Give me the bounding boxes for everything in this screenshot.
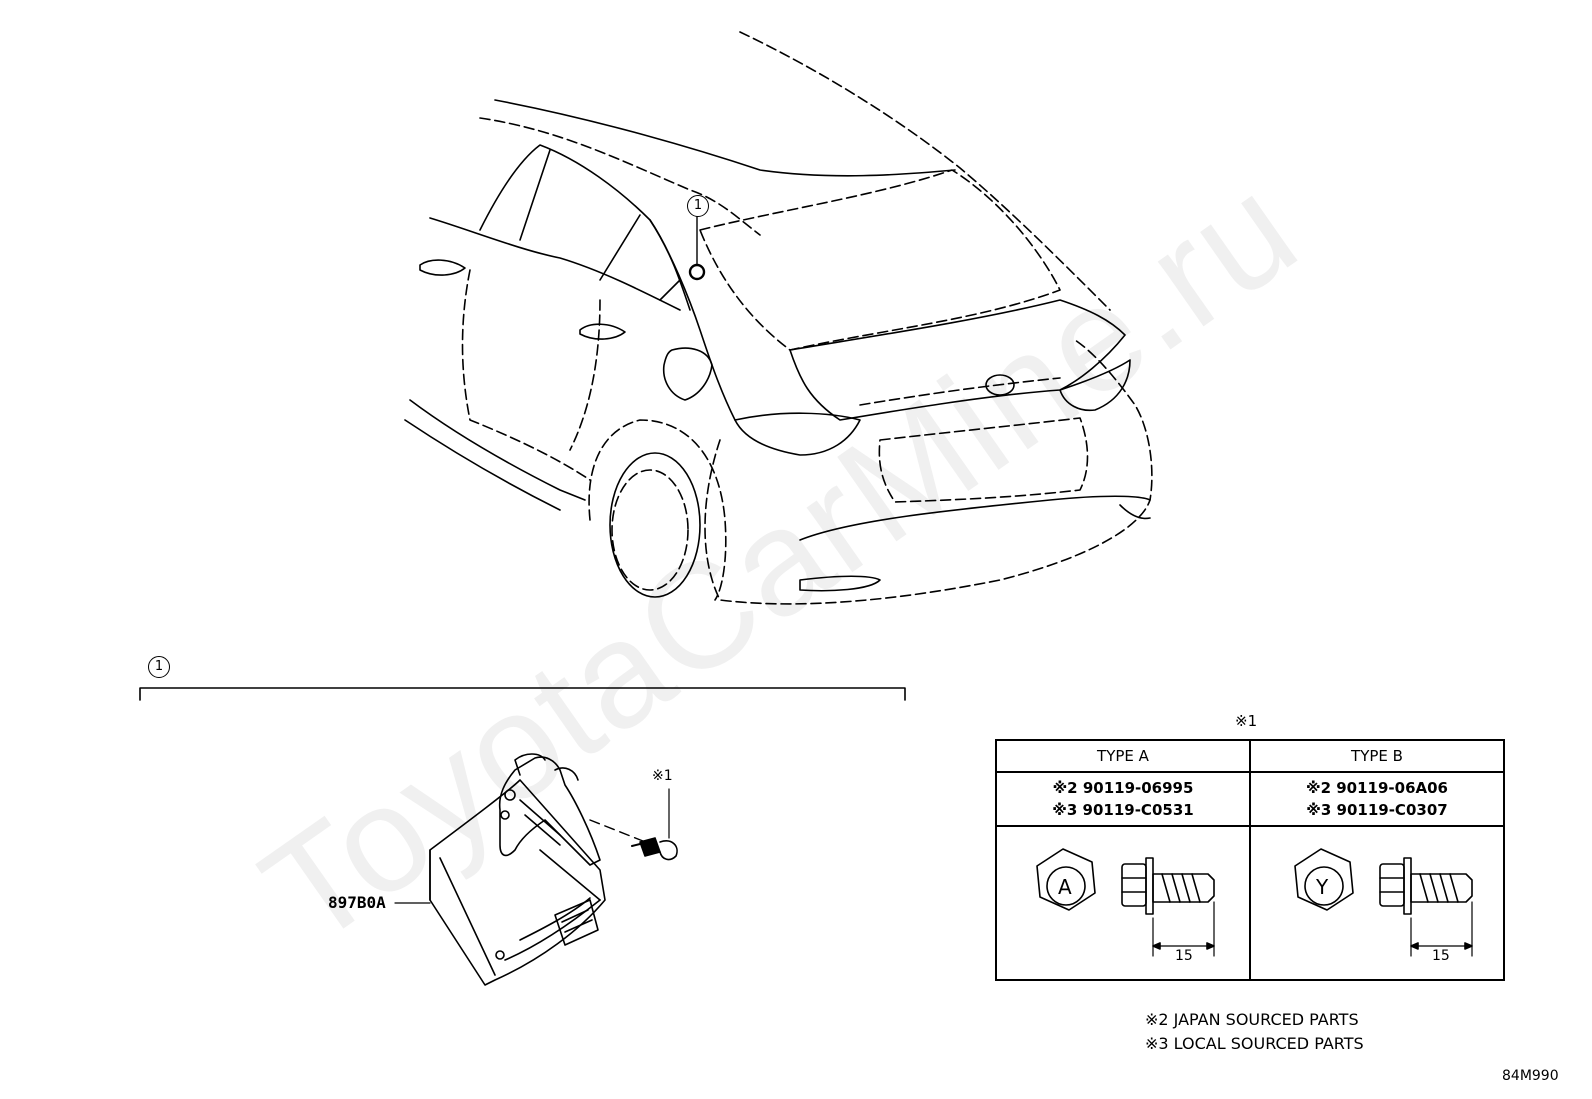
- type-a-part-line[interactable]: ※2 90119-06995: [1052, 779, 1194, 797]
- type-b-dimension: 15: [1432, 948, 1450, 964]
- type-a-illustration-cell: [995, 825, 1251, 981]
- callout-car-location[interactable]: 1: [687, 195, 709, 217]
- fastener-spec-table: TYPE A TYPE B ※2 90119-06995 ※3 90119-C0…: [995, 739, 1505, 981]
- note-japan-sourced: ※2 JAPAN SOURCED PARTS: [1145, 1010, 1359, 1029]
- type-b-part-line[interactable]: ※3 90119-C0307: [1306, 801, 1448, 819]
- type-a-part-numbers: ※2 90119-06995 ※3 90119-C0531: [995, 771, 1251, 827]
- type-b-part-line[interactable]: ※2 90119-06A06: [1305, 779, 1448, 797]
- bolt-reference-label[interactable]: ※1: [652, 768, 673, 784]
- type-b-header: TYPE B: [1249, 739, 1505, 773]
- part-number-label[interactable]: 897B0A: [328, 893, 386, 912]
- callout-assembly[interactable]: 1: [148, 656, 170, 678]
- type-b-illustration-cell: [1249, 825, 1505, 981]
- note-local-sourced: ※3 LOCAL SOURCED PARTS: [1145, 1034, 1364, 1053]
- fastener-table-reference: ※1: [1235, 712, 1258, 730]
- ecu-module: [429, 753, 606, 986]
- type-a-part-line[interactable]: ※3 90119-C0531: [1052, 801, 1194, 819]
- type-a-dimension: 15: [1175, 948, 1193, 964]
- type-a-head-mark: A: [1058, 875, 1072, 899]
- small-bolt: [631, 837, 678, 861]
- type-a-header: TYPE A: [995, 739, 1251, 773]
- diagram-code: 84M990: [1502, 1068, 1559, 1084]
- car-illustration: [404, 31, 1153, 605]
- type-b-head-mark: Y: [1316, 875, 1329, 899]
- type-b-part-numbers: ※2 90119-06A06 ※3 90119-C0307: [1249, 771, 1505, 827]
